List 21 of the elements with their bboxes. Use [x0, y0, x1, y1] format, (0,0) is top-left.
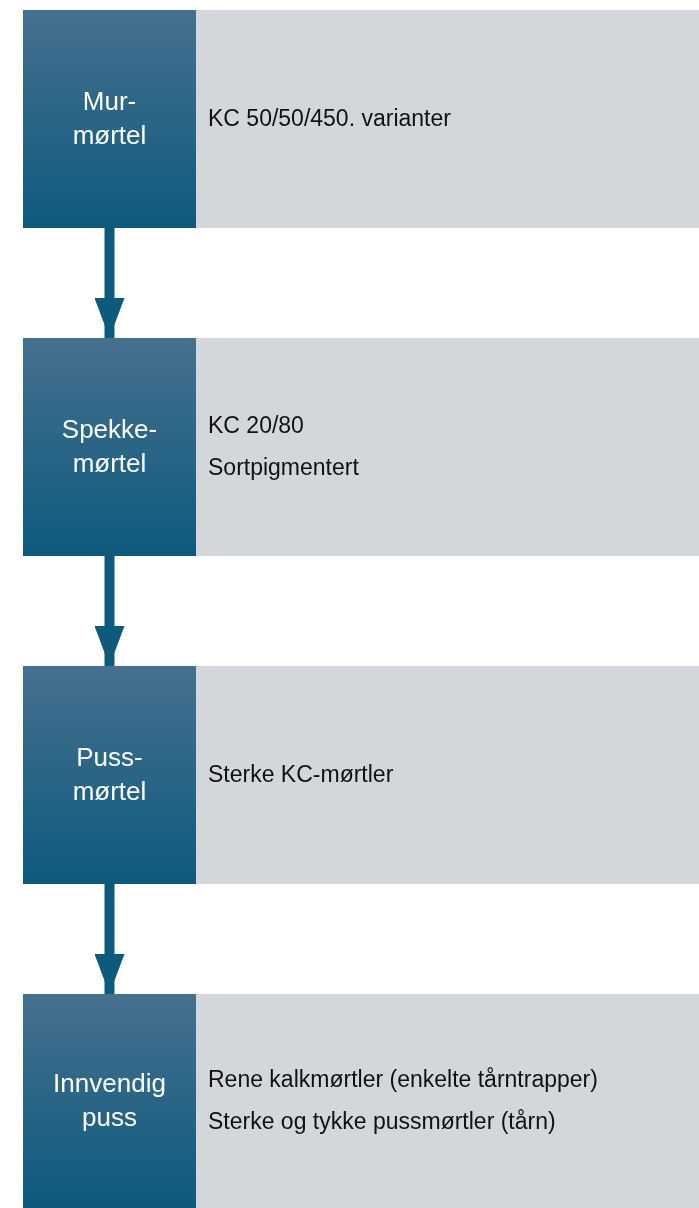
stage-label: Spekke- mørtel	[60, 413, 159, 480]
description-text: KC 50/50/450. varianter	[208, 104, 452, 134]
arrow	[94, 556, 125, 666]
arrow	[94, 884, 125, 994]
stage-box	[23, 666, 196, 884]
description-text: KC 20/80	[208, 411, 305, 441]
description-text: Rene kalkmørtler (enkelte tårntrapper)	[208, 1065, 599, 1095]
description-text: Sortpigmentert	[208, 453, 360, 482]
stage-box	[23, 994, 196, 1208]
description-text: Sterke KC-mørtler	[208, 760, 395, 790]
stage-label: Puss- mørtel	[71, 741, 148, 808]
description-panel	[196, 10, 699, 228]
stage-box	[23, 10, 196, 228]
description-text: Sterke og tykke pussmørtler (tårn)	[208, 1107, 557, 1136]
arrow	[94, 228, 125, 338]
stage-label: Mur- mørtel	[71, 85, 148, 152]
stage-label: Innvendig puss	[52, 1067, 167, 1134]
description-panel	[196, 994, 699, 1208]
stage-box	[23, 338, 196, 556]
description-panel	[196, 666, 699, 884]
description-panel	[196, 338, 699, 556]
